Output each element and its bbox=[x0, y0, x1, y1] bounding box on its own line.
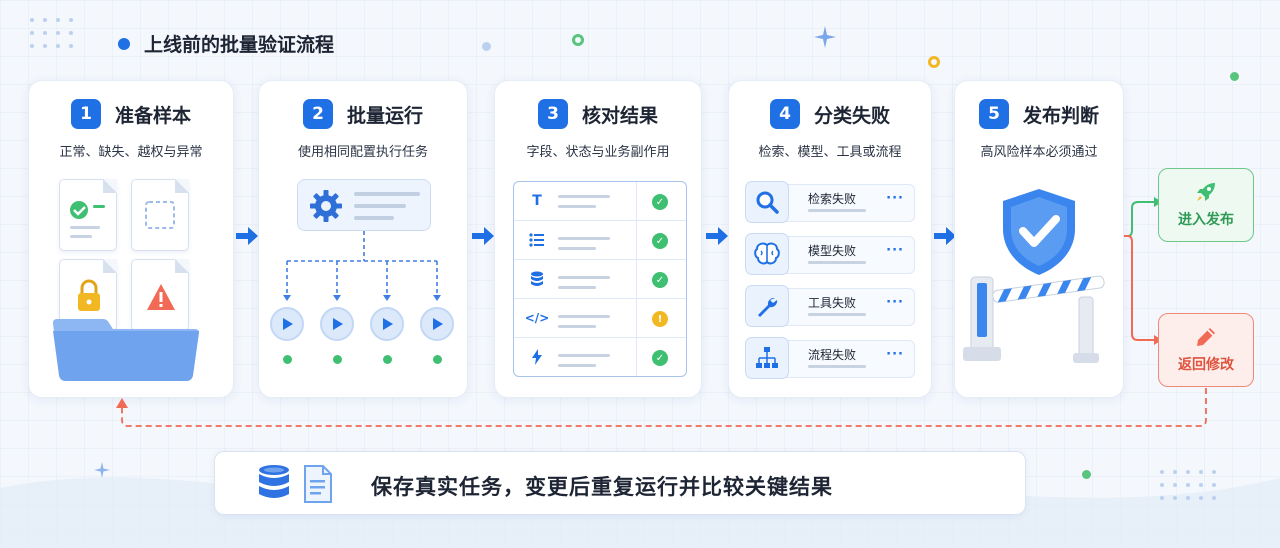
decor-dot bbox=[1082, 470, 1091, 479]
step-number: 4 bbox=[769, 99, 800, 129]
failure-row: 工具失败 ··· bbox=[745, 283, 917, 329]
arrow-right-icon bbox=[934, 226, 956, 246]
check-row: T ✓ bbox=[514, 182, 686, 221]
code-icon: </> bbox=[524, 311, 550, 325]
release-button[interactable]: 进入发布 bbox=[1158, 168, 1254, 242]
step-subtitle: 使用相同配置执行任务 bbox=[297, 145, 428, 160]
flowchart-icon bbox=[745, 337, 789, 379]
arrow-right-icon bbox=[236, 226, 258, 246]
step-number: 1 bbox=[70, 99, 101, 129]
check-icon: ✓ bbox=[652, 194, 668, 210]
check-icon: ✓ bbox=[652, 350, 668, 366]
document-icon bbox=[304, 465, 332, 503]
decision-branch-connector bbox=[1124, 197, 1162, 345]
decor-dots-top-left bbox=[30, 18, 73, 48]
footer-text: 保存真实任务，变更后重复运行并比较关键结果 bbox=[371, 475, 833, 499]
step-title: 分类失败 bbox=[813, 104, 890, 127]
failure-row: 模型失败 ··· bbox=[745, 231, 917, 277]
loop-back-connector bbox=[116, 388, 1207, 427]
step-subtitle: 检索、模型、工具或流程 bbox=[758, 145, 902, 160]
step-title: 核对结果 bbox=[581, 104, 658, 127]
play-icon bbox=[370, 307, 404, 341]
text-icon: T bbox=[532, 193, 542, 209]
sparkle-icon bbox=[814, 26, 836, 48]
play-icon bbox=[270, 307, 304, 341]
brain-icon bbox=[745, 233, 789, 275]
arrow-right-icon bbox=[706, 226, 728, 246]
status-dot bbox=[333, 355, 342, 364]
step-subtitle: 正常、缺失、越权与异常 bbox=[59, 145, 203, 160]
wrench-icon bbox=[745, 285, 789, 327]
page-title-text: 上线前的批量验证流程 bbox=[144, 34, 335, 56]
status-dot bbox=[283, 355, 292, 364]
check-row: ✓ bbox=[514, 338, 686, 376]
barrier-gate-icon bbox=[963, 275, 1105, 363]
revise-button[interactable]: 返回修改 bbox=[1158, 313, 1254, 387]
shield-check-icon bbox=[1003, 189, 1075, 275]
failure-row: 检索失败 ··· bbox=[745, 179, 917, 225]
more-icon: ··· bbox=[886, 295, 904, 310]
folder-icon bbox=[53, 319, 199, 381]
failure-row: 流程失败 ··· bbox=[745, 335, 917, 381]
lightning-icon bbox=[528, 348, 546, 366]
result-check-table: T ✓ ✓ ✓ </> ! bbox=[513, 181, 687, 377]
sparkle-icon bbox=[94, 462, 110, 478]
check-row: ✓ bbox=[514, 260, 686, 299]
title-bullet bbox=[118, 37, 130, 50]
more-icon: ··· bbox=[886, 191, 904, 206]
failure-label: 检索失败 bbox=[808, 192, 857, 206]
step-number: 5 bbox=[978, 99, 1009, 129]
decor-ring-yellow bbox=[928, 56, 940, 68]
check-row: </> ! bbox=[514, 299, 686, 338]
decor-dot bbox=[1230, 72, 1239, 81]
check-icon: ✓ bbox=[652, 233, 668, 249]
step-title: 批量运行 bbox=[346, 104, 423, 127]
step-number: 2 bbox=[302, 99, 333, 129]
decor-dot bbox=[482, 42, 491, 51]
play-icon bbox=[420, 307, 454, 341]
step-card-3: 3 核对结果 字段、状态与业务副作用 T ✓ ✓ ✓ </ bbox=[494, 80, 702, 398]
release-label: 进入发布 bbox=[1178, 212, 1234, 228]
decor-ring-green bbox=[572, 34, 584, 46]
failure-label: 流程失败 bbox=[808, 348, 857, 362]
document-icon bbox=[131, 179, 189, 251]
config-panel bbox=[297, 179, 431, 231]
arrow-right-icon bbox=[472, 226, 494, 246]
warning-icon: ! bbox=[652, 311, 668, 327]
pencil-icon bbox=[1197, 328, 1215, 346]
more-icon: ··· bbox=[886, 243, 904, 258]
revise-label: 返回修改 bbox=[1178, 357, 1234, 373]
step-card-2: 2 批量运行 使用相同配置执行任务 bbox=[258, 80, 468, 398]
step-card-4: 4 分类失败 检索、模型、工具或流程 检索失败 ··· 模型失败 ··· 工具失败 ·… bbox=[728, 80, 932, 398]
step-subtitle: 字段、状态与业务副作用 bbox=[526, 145, 670, 160]
failure-label: 工具失败 bbox=[808, 296, 857, 310]
rocket-icon bbox=[1197, 183, 1215, 201]
document-icon bbox=[131, 259, 189, 331]
check-icon: ✓ bbox=[652, 272, 668, 288]
play-icon bbox=[320, 307, 354, 341]
fan-out-connector bbox=[283, 231, 441, 301]
failure-label: 模型失败 bbox=[808, 244, 857, 258]
decor-dots-bottom-right bbox=[1160, 470, 1216, 500]
status-dot bbox=[433, 355, 442, 364]
list-icon bbox=[528, 231, 546, 249]
step-number: 3 bbox=[537, 99, 568, 129]
footer-note: 保存真实任务，变更后重复运行并比较关键结果 bbox=[214, 451, 1026, 515]
database-icon bbox=[259, 465, 289, 498]
magnifier-icon bbox=[745, 181, 789, 223]
more-icon: ··· bbox=[886, 347, 904, 362]
database-icon bbox=[528, 270, 546, 288]
check-row: ✓ bbox=[514, 221, 686, 260]
step-subtitle: 高风险样本必须通过 bbox=[980, 145, 1098, 160]
step-card-1: 1 准备样本 正常、缺失、越权与异常 bbox=[28, 80, 234, 398]
step-title: 准备样本 bbox=[114, 104, 191, 127]
gear-icon bbox=[310, 190, 342, 222]
step-title: 发布判断 bbox=[1022, 104, 1099, 127]
document-icon bbox=[59, 179, 117, 251]
step-card-5: 5 发布判断 高风险样本必须通过 bbox=[954, 80, 1124, 398]
status-dot bbox=[383, 355, 392, 364]
page-title: 上线前的批量验证流程 bbox=[118, 30, 334, 57]
